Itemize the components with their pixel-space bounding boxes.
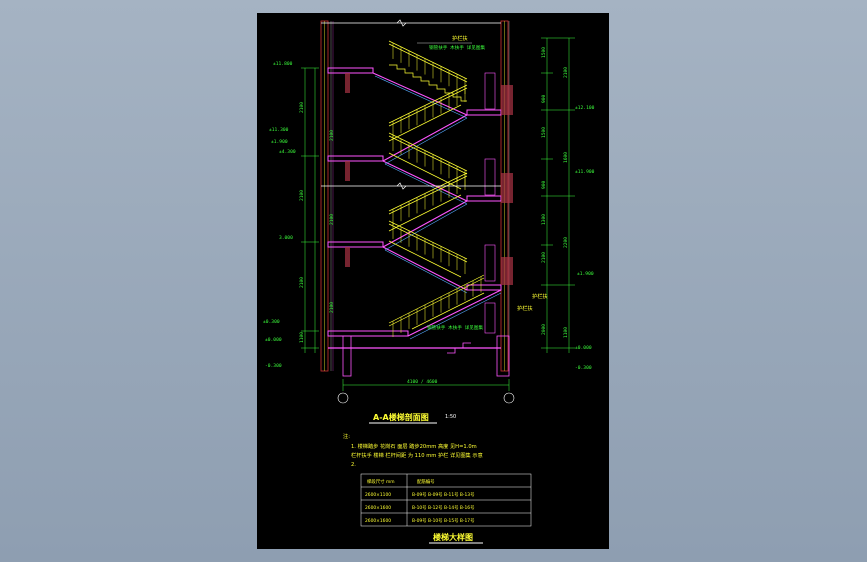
dim-right-8: 2100 [563, 67, 569, 78]
rebar-table [360, 473, 532, 527]
right-elevations: ±12.100 ±11.900 ±1.900 ±0.000 -0.300 [575, 105, 595, 371]
dim-left-1: 2100 [299, 102, 305, 113]
callouts: 护栏扶 钢管扶手 木扶手 详见图集 钢管扶手 木扶手 详见图集 护栏扶 护栏扶 [417, 34, 548, 331]
table-cell: 2600×1600 [365, 518, 391, 524]
windows [484, 72, 496, 334]
table-cell: B-09号 B-10号 B-15号 B-17号 [412, 518, 475, 524]
dim-right-9: 1600 [563, 152, 569, 163]
elev-left-4: ±4.300 [279, 149, 296, 155]
bottom-dimension-text: 4100 / 4600 [407, 379, 438, 385]
section-title: A-A楼梯剖面图 [373, 412, 429, 422]
dim-right-5: 1300 [541, 214, 547, 225]
balusters [392, 42, 482, 337]
left-dimension-chain [301, 67, 319, 353]
left-elevations: ±11.800 ±11.300 ±1.900 ±4.300 3.000 ±0.3… [263, 61, 296, 369]
notes-heading: 注: [343, 432, 350, 440]
elev-left-8: -0.300 [265, 363, 282, 369]
axis-bubble-left [337, 392, 349, 404]
elev-right-1: ±12.100 [575, 105, 595, 111]
axis-bubble-right [503, 392, 515, 404]
elev-right-4: ±0.000 [575, 345, 592, 351]
note-line-2: 栏杆扶手 楼梯 栏杆间距 为 110 mm 护栏 详见图集 示意 [351, 451, 483, 459]
stair-note-mid: 钢管扶手 木扶手 详见图集 [427, 324, 483, 331]
dim-inner-3: 2100 [329, 302, 335, 313]
dim-inner-1: 2100 [329, 130, 335, 141]
handrail-label-top: 护栏扶 [452, 34, 468, 42]
elev-right-3: ±1.900 [577, 271, 594, 277]
table-header-rebar: 配筋编号 [417, 478, 435, 485]
bottom-title: 楼梯大样图 [433, 532, 473, 542]
stair-flights [388, 40, 485, 330]
table-cell: 2600×1100 [365, 492, 391, 498]
table-cell: B-10号 B-12号 B-14号 B-16号 [412, 505, 475, 511]
flight-slabs [372, 72, 502, 337]
stair-note-top: 钢管扶手 木扶手 详见图集 [429, 44, 485, 51]
dim-left-4: 1100 [299, 332, 305, 343]
table-cell: 2600×1600 [365, 505, 391, 511]
elev-left-7: ±0.000 [265, 337, 282, 343]
dim-right-11: 1100 [563, 327, 569, 338]
elev-left-6: ±0.300 [263, 319, 280, 325]
handrail-label-bottom2: 护栏扶 [517, 304, 533, 312]
elev-left-1: ±11.800 [273, 61, 293, 67]
left-dim-texts: 2100 2100 2100 1100 2100 2100 2100 [299, 102, 335, 343]
dim-left-3: 2100 [299, 277, 305, 288]
ground [342, 335, 510, 377]
handrail-label-bottom: 护栏扶 [532, 292, 548, 300]
dim-right-1: 1500 [541, 47, 547, 58]
dim-right-4: 900 [541, 180, 547, 189]
dim-right-6: 2100 [541, 252, 547, 263]
dim-right-7: 2000 [541, 324, 547, 335]
dim-left-2: 2100 [299, 190, 305, 201]
left-wall [320, 20, 334, 372]
elev-right-2: ±11.900 [575, 169, 595, 175]
note-line-3: 2. [351, 462, 356, 468]
note-line-1: 1. 楼梯踏步 花岗石 面层 踏步20mm 高度 见H=1.0m [351, 442, 477, 450]
table-cell: B-09号 B-09号 B-11号 B-13号 [412, 492, 475, 498]
break-lines [321, 19, 501, 190]
dim-right-2: 900 [541, 94, 547, 103]
table-header-size: 梯段尺寸 mm [367, 478, 395, 485]
flight-beams [374, 75, 502, 340]
dim-right-10: 2200 [563, 237, 569, 248]
dim-right-3: 1500 [541, 127, 547, 138]
elev-left-2: ±11.300 [269, 127, 289, 133]
stair-section-drawing: 4100 / 4600 2100 2100 2100 1100 2100 210… [263, 19, 595, 544]
elev-right-5: -0.300 [575, 365, 592, 371]
elev-left-5: 3.000 [279, 235, 293, 241]
wall-hatch [345, 73, 513, 285]
elev-left-3: ±1.900 [271, 139, 288, 145]
dim-inner-2: 2100 [329, 214, 335, 225]
section-scale: 1:50 [445, 414, 456, 420]
cad-drawing-sheet: 4100 / 4600 2100 2100 2100 1100 2100 210… [257, 13, 609, 549]
bottom-dimension [342, 379, 510, 391]
right-dimension-chain [541, 37, 575, 353]
right-dim-texts: 1500 900 1500 900 1300 2100 2000 2100 16… [541, 47, 569, 338]
